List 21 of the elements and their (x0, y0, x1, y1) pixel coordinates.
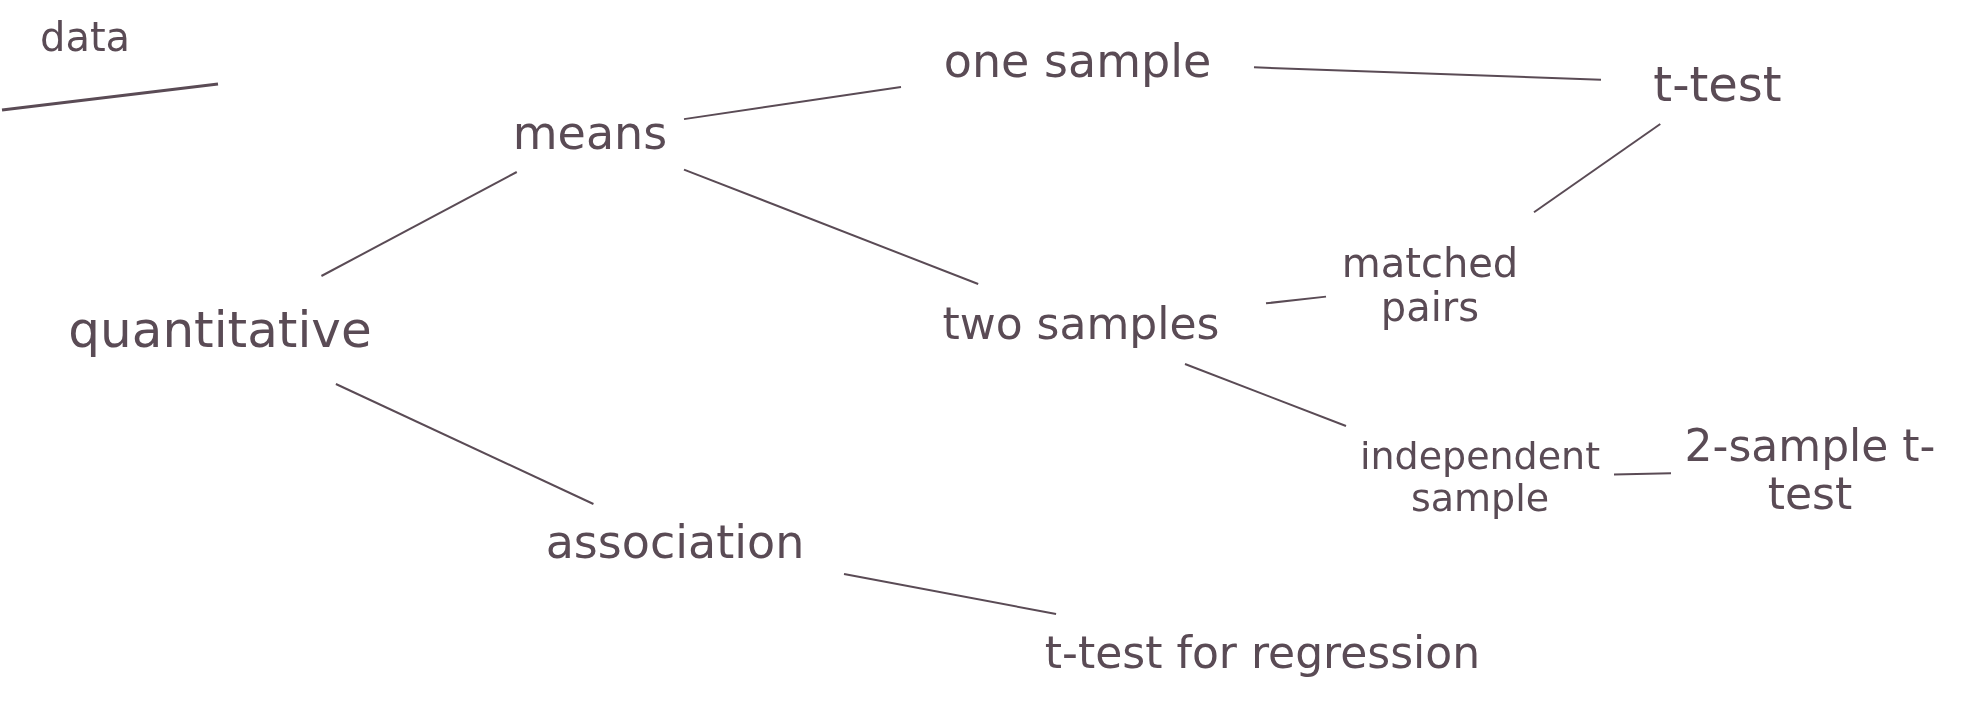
handwritten-term: matched pairs (1330, 215, 1530, 355)
connector-line (1265, 295, 1327, 305)
connector-line (1253, 66, 1602, 81)
connector-line (320, 171, 518, 277)
handwritten-term: t-test for regression (970, 618, 1555, 688)
handwritten-term: 2-sample t-test (1675, 405, 1945, 535)
handwritten-term: means (500, 98, 680, 168)
handwritten-term: independent sample (1350, 415, 1610, 540)
heading-fragment: data (40, 14, 131, 60)
handwritten-term: association (510, 508, 840, 576)
connector-line (334, 383, 595, 505)
connector-line (683, 168, 980, 285)
connector-line (683, 86, 902, 121)
handwritten-term: two samples (900, 288, 1262, 360)
connector-line (843, 572, 1058, 615)
handwritten-term: t-test (1605, 48, 1830, 120)
handwritten-term: one sample (905, 25, 1250, 97)
connector-line (1533, 123, 1662, 214)
connector-line (1183, 363, 1347, 427)
handwritten-term: quantitative (25, 280, 415, 380)
connector-line (1613, 472, 1672, 476)
